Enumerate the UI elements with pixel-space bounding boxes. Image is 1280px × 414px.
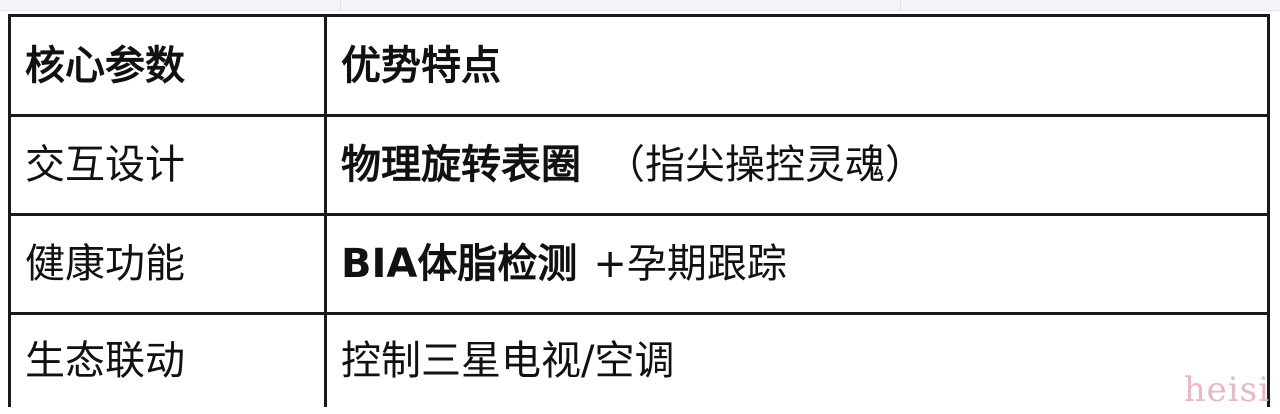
- table-row: 生态联动 控制三星电视/空调: [8, 312, 1270, 407]
- sheet-top-strip: [0, 0, 1280, 11]
- feature-bold-text: BIA体脂检测: [341, 241, 578, 287]
- row-param: 交互设计: [8, 114, 327, 216]
- feature-normal-text: （指尖操控灵魂）: [605, 142, 925, 188]
- row-feature: 控制三星电视/空调: [324, 312, 1270, 407]
- table-row: 交互设计 物理旋转表圈 （指尖操控灵魂）: [8, 114, 1270, 216]
- row-param: 生态联动: [8, 312, 327, 407]
- feature-bold-text: 物理旋转表圈: [341, 142, 581, 188]
- watermark: heisi: [1183, 370, 1270, 410]
- header-feature: 优势特点: [324, 14, 1270, 117]
- feature-normal-text: +孕期跟踪: [593, 241, 787, 287]
- feature-normal-text: 控制三星电视/空调: [341, 338, 675, 384]
- table-header-row: 核心参数 优势特点: [8, 14, 1270, 117]
- table-row: 健康功能 BIA体脂检测 +孕期跟踪: [8, 213, 1270, 315]
- sheet-gridline: [340, 0, 341, 10]
- header-param: 核心参数: [8, 14, 327, 117]
- row-feature: 物理旋转表圈 （指尖操控灵魂）: [324, 114, 1270, 216]
- sheet-gridline: [900, 0, 901, 10]
- row-feature: BIA体脂检测 +孕期跟踪: [324, 213, 1270, 315]
- row-param: 健康功能: [8, 213, 327, 315]
- feature-table: 核心参数 优势特点 交互设计 物理旋转表圈 （指尖操控灵魂） 健康功能 BIA体脂…: [8, 14, 1270, 407]
